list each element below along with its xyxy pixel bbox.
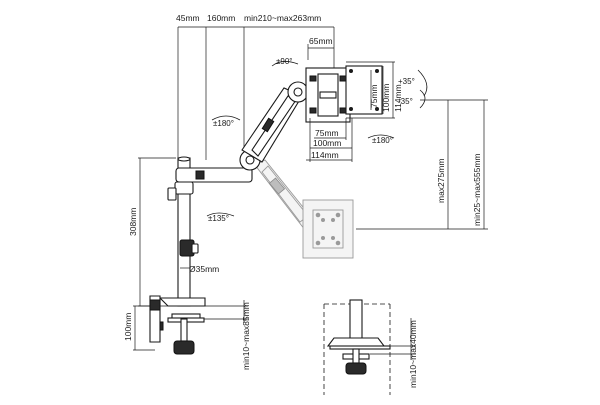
dim-plate-114-w: 114mm	[311, 150, 339, 160]
angle-plate-rotate: ±180°	[372, 136, 393, 145]
dim-max-height: max275mm	[436, 159, 446, 203]
grommet-knob	[345, 362, 367, 375]
pole	[167, 156, 199, 307]
vesa-plate-front	[345, 65, 383, 115]
clamp-screw	[180, 318, 188, 342]
tilt-arrows	[367, 69, 428, 139]
dim-plate-65: 65mm	[309, 36, 333, 46]
lowered-arm-ghost	[254, 159, 354, 259]
angle-tilt-up: +35°	[398, 77, 415, 86]
dim-pole-height: 308mm	[128, 208, 138, 236]
top-dimension-lines	[177, 26, 335, 160]
vesa-plate	[305, 65, 383, 123]
height-dimension-lines	[356, 99, 488, 230]
lower-arm-segment	[175, 167, 253, 183]
angle-arrows	[206, 61, 299, 217]
angle-tilt: ±90°	[276, 57, 293, 66]
dim-pole-diameter: Ø35mm	[189, 264, 219, 274]
dim-clamp-height: 100mm	[123, 313, 133, 341]
dim-grommet-thickness: min10~max40mm	[408, 320, 418, 388]
angle-tilt-down: -35°	[398, 97, 413, 106]
grommet-base	[326, 337, 386, 347]
dim-vesa-75-h: 75mm	[369, 84, 379, 108]
dim-clamp-thickness: min10~max85mm	[241, 302, 251, 370]
main-arm	[175, 81, 309, 183]
dim-vesa-100-h: 100mm	[381, 84, 391, 112]
dim-height-range: min25~max555mm	[472, 153, 482, 226]
dim-plate-114-h: 114mm	[393, 84, 403, 112]
dim-offset-160: 160mm	[207, 13, 235, 23]
angle-arm-swivel: ±180°	[213, 119, 234, 128]
dim-vesa-100-w: 100mm	[313, 138, 341, 148]
collar-lock-knob	[167, 187, 177, 201]
grommet-dimension-lines	[370, 318, 416, 360]
dim-vesa-75-w: 75mm	[315, 128, 339, 138]
clamp-dimension-lines	[204, 300, 248, 322]
grommet-mount-detail	[323, 299, 391, 395]
grommet-pole	[349, 299, 363, 343]
pole-collar	[174, 181, 194, 195]
clamp-knob	[173, 340, 195, 355]
dim-offset-45: 45mm	[176, 13, 200, 23]
angle-pole-swivel: ±135°	[208, 214, 229, 223]
desk-clamp	[149, 295, 206, 355]
vesa-dimension-lines	[306, 61, 395, 162]
dim-arm-reach: min210~max263mm	[244, 13, 321, 23]
